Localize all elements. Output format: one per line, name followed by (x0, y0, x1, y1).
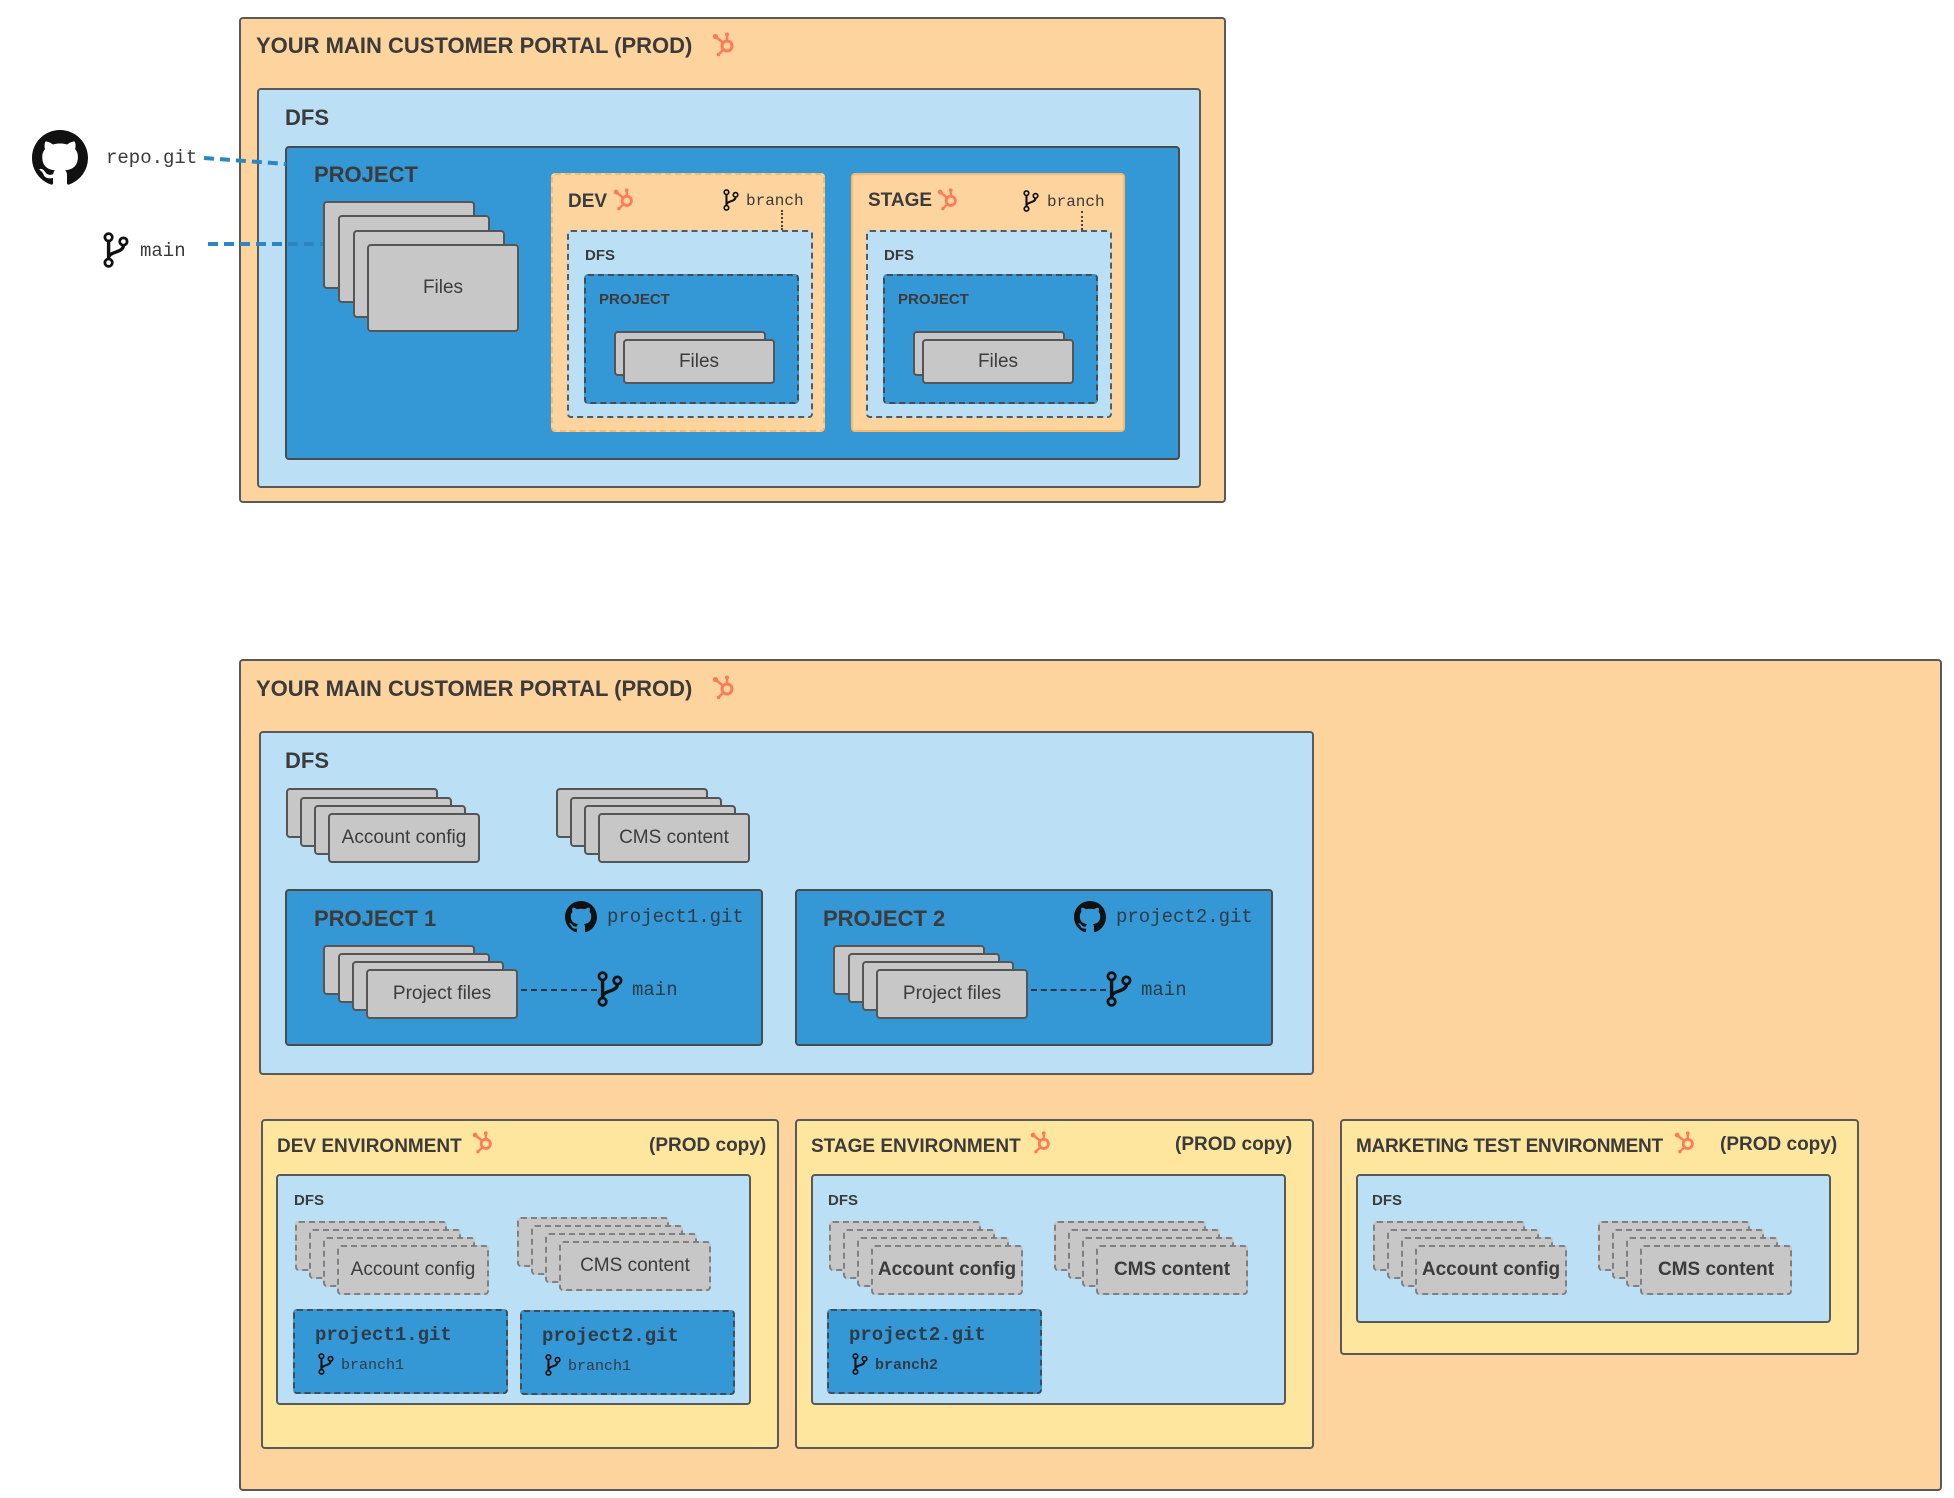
dev-project-label: PROJECT (599, 291, 670, 308)
project-1-files-label: Project files (392, 983, 492, 1004)
portal-title: YOUR MAIN CUSTOMER PORTAL (PROD) (256, 676, 693, 701)
marketing-env-note: (PROD copy) (1720, 1134, 1838, 1155)
portal-title: YOUR MAIN CUSTOMER PORTAL (PROD) (256, 33, 693, 58)
asset-card[interactable]: CMS content (1096, 1245, 1248, 1295)
dev-env-repo-card[interactable] (520, 1310, 735, 1395)
asset-card[interactable]: CMS content (1640, 1245, 1792, 1295)
github-icon (1074, 901, 1106, 933)
dev-env-repo-name: project1.git (315, 1324, 452, 1346)
marketing-env-dfs-label: DFS (1372, 1192, 1402, 1209)
stage-branch-label: branch (1047, 193, 1105, 211)
dev-env-repo-branch: branch1 (341, 1357, 405, 1374)
asset-card[interactable]: Account config (1415, 1245, 1567, 1295)
dfs-label: DFS (285, 105, 329, 130)
files-label: Files (422, 277, 464, 298)
marketing-env-cms-content-label: CMS content (1657, 1259, 1775, 1280)
branch-link-line (521, 989, 597, 991)
project-2-files-label: Project files (902, 983, 1002, 1004)
asset-card[interactable]: Account config (337, 1245, 489, 1295)
dev-dfs-label: DFS (585, 247, 615, 264)
project-1-branch: main (632, 979, 678, 1001)
repo-label: repo.git (106, 147, 198, 169)
asset-card[interactable]: CMS content (559, 1241, 711, 1291)
marketing-env-account-config-label: Account config (1421, 1259, 1561, 1280)
branch-link-line (1031, 989, 1106, 991)
project-label: PROJECT (314, 162, 418, 187)
stage-dfs-label: DFS (884, 247, 914, 264)
branch-icon (597, 971, 623, 1007)
project-2-title: PROJECT 2 (823, 906, 946, 931)
stage-sandbox-title: STAGE (868, 190, 933, 211)
dev-files-label: Files (678, 350, 720, 372)
file-card[interactable]: Project files (366, 969, 518, 1019)
project-2-repo: project2.git (1116, 906, 1253, 928)
project-2-branch: main (1141, 979, 1187, 1001)
dev-env-account-config-label: Account config (350, 1259, 476, 1280)
branch-icon (103, 232, 129, 268)
stage-env-repo-card[interactable] (827, 1309, 1042, 1394)
branch-icon (318, 1353, 334, 1375)
hubspot-icon (711, 31, 737, 57)
dev-env-repo-name: project2.git (542, 1325, 679, 1347)
dfs-label: DFS (285, 748, 329, 773)
stage-project-label: PROJECT (898, 291, 969, 308)
asset-card[interactable]: Account config (871, 1245, 1023, 1295)
stage-env-note: (PROD copy) (1175, 1134, 1293, 1155)
cms-content-label: CMS content (619, 827, 729, 848)
stage-env-repo-branch: branch2 (875, 1357, 939, 1374)
file-card[interactable]: Files (623, 339, 775, 384)
stage-env-dfs-label: DFS (828, 1192, 858, 1209)
file-card[interactable]: Files (367, 244, 519, 332)
dev-env-note: (PROD copy) (649, 1135, 767, 1156)
branch-connector (208, 242, 326, 246)
main-branch-label: main (140, 240, 186, 262)
stage-env-cms-content-label: CMS content (1113, 1259, 1231, 1280)
stage-env-title: STAGE ENVIRONMENT (811, 1136, 1021, 1157)
hubspot-icon (711, 674, 737, 700)
branch-icon (1023, 190, 1039, 212)
dev-env-title: DEV ENVIRONMENT (277, 1136, 462, 1157)
stage-env-account-config-label: Account config (877, 1259, 1017, 1280)
file-card[interactable]: Files (922, 339, 1074, 384)
asset-card[interactable]: Account config (328, 813, 480, 863)
github-icon (32, 130, 88, 186)
repo-connector (203, 156, 287, 166)
hubspot-icon (612, 187, 636, 211)
branch-icon (852, 1353, 868, 1375)
dev-env-cms-content-label: CMS content (580, 1255, 690, 1276)
dev-env-repo-card[interactable] (293, 1309, 508, 1394)
stage-files-label: Files (977, 350, 1019, 372)
github-icon (565, 901, 597, 933)
branch-link-line (1081, 211, 1083, 230)
account-config-label: Account config (341, 827, 467, 848)
dev-branch-label: branch (746, 192, 804, 210)
stage-env-repo-name: project2.git (849, 1324, 986, 1346)
dev-env-repo-branch: branch1 (568, 1358, 632, 1375)
hubspot-icon (936, 187, 960, 211)
marketing-env-title: MARKETING TEST ENVIRONMENT (1356, 1136, 1663, 1157)
project-1-title: PROJECT 1 (314, 906, 437, 931)
dev-env-dfs-label: DFS (294, 1192, 324, 1209)
hubspot-icon (1029, 1130, 1053, 1154)
branch-link-line (781, 210, 783, 230)
branch-icon (545, 1354, 561, 1376)
project-1-repo: project1.git (607, 906, 744, 928)
branch-icon (1106, 971, 1132, 1007)
hubspot-icon (1673, 1130, 1697, 1154)
dev-sandbox-title: DEV (568, 191, 608, 212)
asset-card[interactable]: CMS content (598, 813, 750, 863)
file-card[interactable]: Project files (876, 969, 1028, 1019)
branch-icon (723, 189, 739, 211)
hubspot-icon (471, 1130, 495, 1154)
